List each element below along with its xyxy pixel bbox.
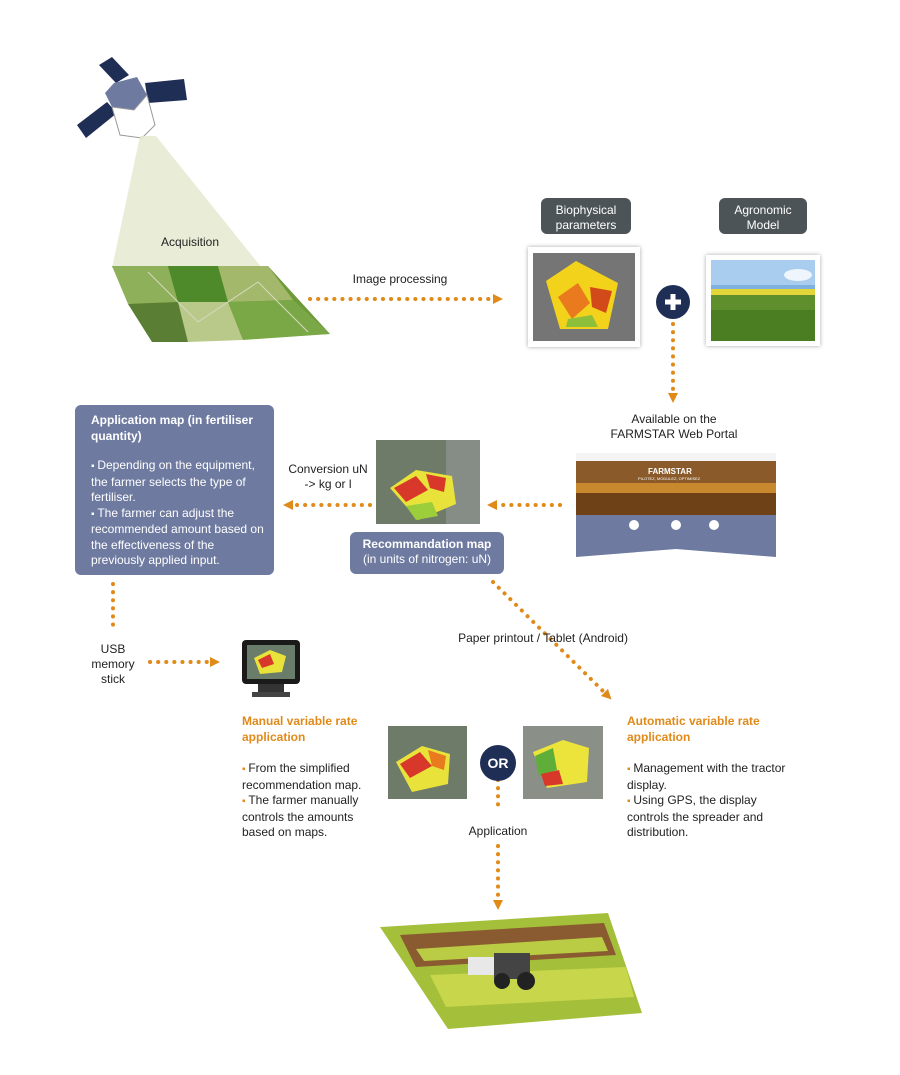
portal-tagline: PILOTEZ, MODULEZ, OPTIMISEZ (638, 476, 701, 481)
field-display-device (242, 640, 300, 697)
tractor-field-image (380, 913, 642, 1029)
usb-label: USB memory stick (91, 642, 135, 686)
recommendation-map-image (376, 440, 480, 524)
recommendation-map-box: Recommandation map (in units of nitrogen… (350, 532, 504, 574)
paper-tablet-label: Paper printout / Tablet (Android) (458, 631, 628, 645)
portal-label: Available on the FARMSTAR Web Portal (610, 412, 738, 441)
image-processing-label: Image processing (352, 272, 448, 286)
application-map-bullet-1: Depending on the equipment, the farmer s… (91, 458, 264, 506)
portal-brand: FARMSTAR (648, 467, 692, 476)
manual-bullet-1: From the simplified recommendation map. (242, 761, 382, 793)
agronomic-field-photo (706, 255, 820, 346)
automatic-title: Automatic variable rate application (627, 714, 760, 744)
application-map-bullet-2: The farmer can adjust the recommended am… (91, 506, 264, 569)
plus-icon (656, 285, 690, 319)
manual-bullet-2: The farmer manually controls the amounts… (242, 793, 382, 841)
automatic-bullet-1: Management with the tractor display. (627, 761, 787, 793)
manual-map-image (388, 726, 467, 799)
satellite-field-image (112, 266, 330, 342)
or-badge: OR (480, 745, 516, 781)
manual-bullets: From the simplified recommendation map. … (242, 761, 382, 841)
farmstar-portal-screenshot: FARMSTAR PILOTEZ, MODULEZ, OPTIMISEZ (576, 453, 776, 558)
application-map-title: Application map (in fertiliser quantity) (91, 413, 254, 443)
conversion-label: Conversion uN -> kg or l (288, 462, 368, 491)
arrow-paper-tablet (491, 580, 612, 700)
manual-title: Manual variable rate application (242, 714, 358, 744)
recommendation-map-subtitle: (in units of nitrogen: uN) (362, 552, 492, 566)
application-label: Application (468, 824, 528, 838)
acquisition-beam (112, 136, 262, 268)
automatic-bullet-2: Using GPS, the display controls the spre… (627, 793, 787, 841)
biophysical-label: Biophysical parameters (541, 198, 631, 234)
automatic-bullets: Management with the tractor display. Usi… (627, 761, 787, 841)
acquisition-label: Acquisition (160, 235, 220, 249)
biophysical-map-image (528, 247, 640, 347)
recommendation-map-title: Recommandation map (362, 537, 492, 551)
application-map-panel: Application map (in fertiliser quantity)… (75, 405, 274, 575)
agronomic-label: Agronomic Model (719, 198, 807, 234)
automatic-map-image (523, 726, 603, 799)
satellite-icon (77, 57, 187, 139)
